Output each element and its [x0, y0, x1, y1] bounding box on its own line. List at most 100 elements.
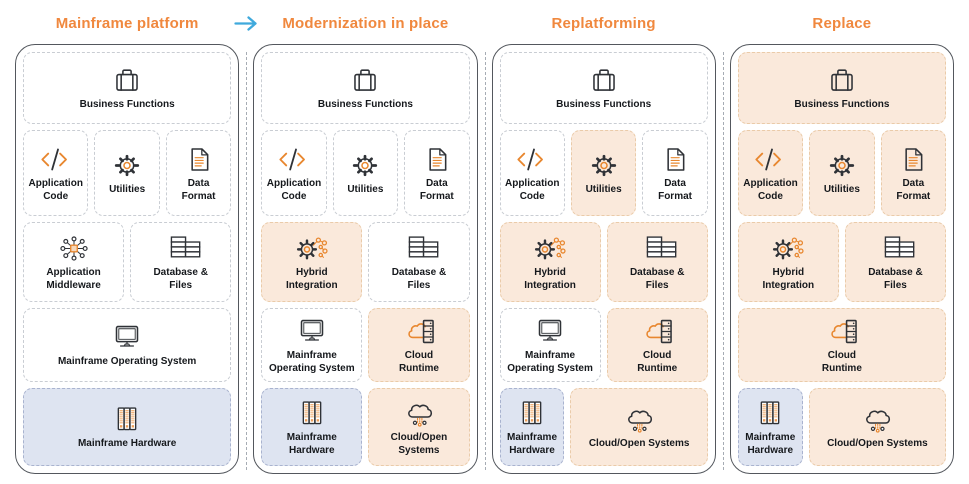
layer-row: Mainframe Hardware Cloud/Open Systems	[499, 388, 708, 466]
gear-icon	[104, 150, 150, 181]
code-icon	[747, 144, 793, 175]
layer-row: Mainframe Hardware Cloud/Open Systems	[261, 388, 470, 466]
server-rack-icon	[104, 404, 150, 435]
briefcase-icon	[819, 65, 865, 96]
box-mainframe-hardware: Mainframe Hardware	[261, 388, 363, 466]
box-label: Utilities	[823, 184, 860, 195]
column-title: Replace	[812, 14, 872, 32]
box-label: Application Middleware	[46, 266, 101, 291]
monitor-icon	[289, 316, 335, 347]
box-application-code: Application Code	[737, 130, 804, 216]
gear-icon	[819, 150, 865, 181]
box-label: Business Functions	[79, 99, 175, 110]
server-rack-icon	[747, 398, 793, 429]
box-label: Cloud/Open Systems	[390, 431, 448, 456]
document-icon	[890, 144, 936, 175]
box-label: Mainframe Hardware	[745, 431, 796, 456]
box-label: Data Format	[896, 177, 931, 202]
box-database-files: Database & Files	[606, 222, 708, 302]
cloud-runtime-icon	[819, 316, 865, 347]
server-rack-icon	[289, 398, 335, 429]
box-business-functions: Business Functions	[737, 52, 946, 124]
layer-row: Application Middleware Database & Files	[23, 222, 232, 302]
monitor-icon	[527, 316, 573, 347]
briefcase-icon	[342, 65, 388, 96]
code-icon	[509, 144, 555, 175]
box-label: Cloud Runtime	[398, 349, 439, 374]
box-utilities: Utilities	[809, 130, 875, 216]
layer-row: Mainframe Operating System Cloud Runtime	[499, 308, 708, 382]
briefcase-icon	[104, 65, 150, 96]
box-label: Cloud/Open Systems	[588, 438, 690, 449]
box-business-functions: Business Functions	[499, 52, 708, 124]
box-mainframe-hardware: Mainframe Hardware	[23, 388, 232, 466]
layer-row: Mainframe Hardware Cloud/Open Systems	[737, 388, 946, 466]
cloud-systems-icon	[854, 404, 900, 435]
box-label: Data Format	[658, 177, 692, 202]
network-hub-icon	[51, 233, 97, 264]
document-icon	[414, 144, 460, 175]
box-cloud-runtime: Cloud Runtime	[606, 308, 708, 382]
cloud-systems-icon	[396, 398, 442, 429]
arrow-right-icon	[233, 15, 260, 32]
box-label: Mainframe Operating System	[507, 349, 593, 374]
cloud-runtime-icon	[634, 316, 680, 347]
box-label: Utilities	[109, 184, 146, 195]
database-icon	[158, 233, 204, 264]
box-hybrid-integration: Hybrid Integration	[737, 222, 839, 302]
server-rack-icon	[509, 398, 555, 429]
box-label: Data Format	[419, 177, 454, 202]
database-icon	[872, 233, 918, 264]
box-database-files: Database & Files	[368, 222, 470, 302]
layer-row: Business Functions	[261, 52, 470, 124]
gear-icon	[342, 150, 388, 181]
box-label: Mainframe Operating System	[57, 356, 197, 367]
box-application-middleware: Application Middleware	[23, 222, 125, 302]
box-application-code: Application Code	[261, 130, 327, 216]
box-label: Database & Files	[153, 266, 208, 291]
box-label: Business Functions	[556, 99, 652, 110]
hybrid-integration-icon	[289, 233, 335, 264]
code-icon	[271, 144, 317, 175]
box-cloud-runtime: Cloud Runtime	[737, 308, 946, 382]
cloud-runtime-icon	[396, 316, 442, 347]
box-label: Business Functions	[794, 99, 890, 110]
cloud-systems-icon	[616, 404, 662, 435]
box-label: Database & Files	[629, 266, 685, 291]
box-label: Application Code	[743, 177, 798, 202]
box-application-code: Application Code	[23, 130, 89, 216]
box-label: Cloud Runtime	[637, 349, 678, 374]
database-icon	[634, 233, 680, 264]
box-hybrid-integration: Hybrid Integration	[261, 222, 363, 302]
box-label: Hybrid Integration	[285, 266, 338, 291]
box-data-format: Data Format	[404, 130, 470, 216]
box-label: Mainframe Hardware	[286, 431, 337, 456]
layer-row: Mainframe Hardware	[23, 388, 232, 466]
box-data-format: Data Format	[880, 130, 947, 216]
layer-row: Business Functions	[23, 52, 232, 124]
box-data-format: Data Format	[165, 130, 232, 216]
box-mainframe-operating-system: Mainframe Operating System	[499, 308, 601, 382]
box-label: Cloud/Open Systems	[827, 438, 928, 449]
hybrid-integration-icon	[765, 233, 811, 264]
box-label: Mainframe Hardware	[506, 431, 557, 456]
box-label: Business Functions	[317, 99, 413, 110]
box-label: Database & Files	[868, 266, 923, 291]
box-label: Application Code	[266, 177, 322, 202]
briefcase-icon	[581, 65, 627, 96]
box-cloud-open-systems: Cloud/Open Systems	[368, 388, 470, 466]
box-mainframe-operating-system: Mainframe Operating System	[261, 308, 363, 382]
box-label: Application Code	[504, 177, 560, 202]
